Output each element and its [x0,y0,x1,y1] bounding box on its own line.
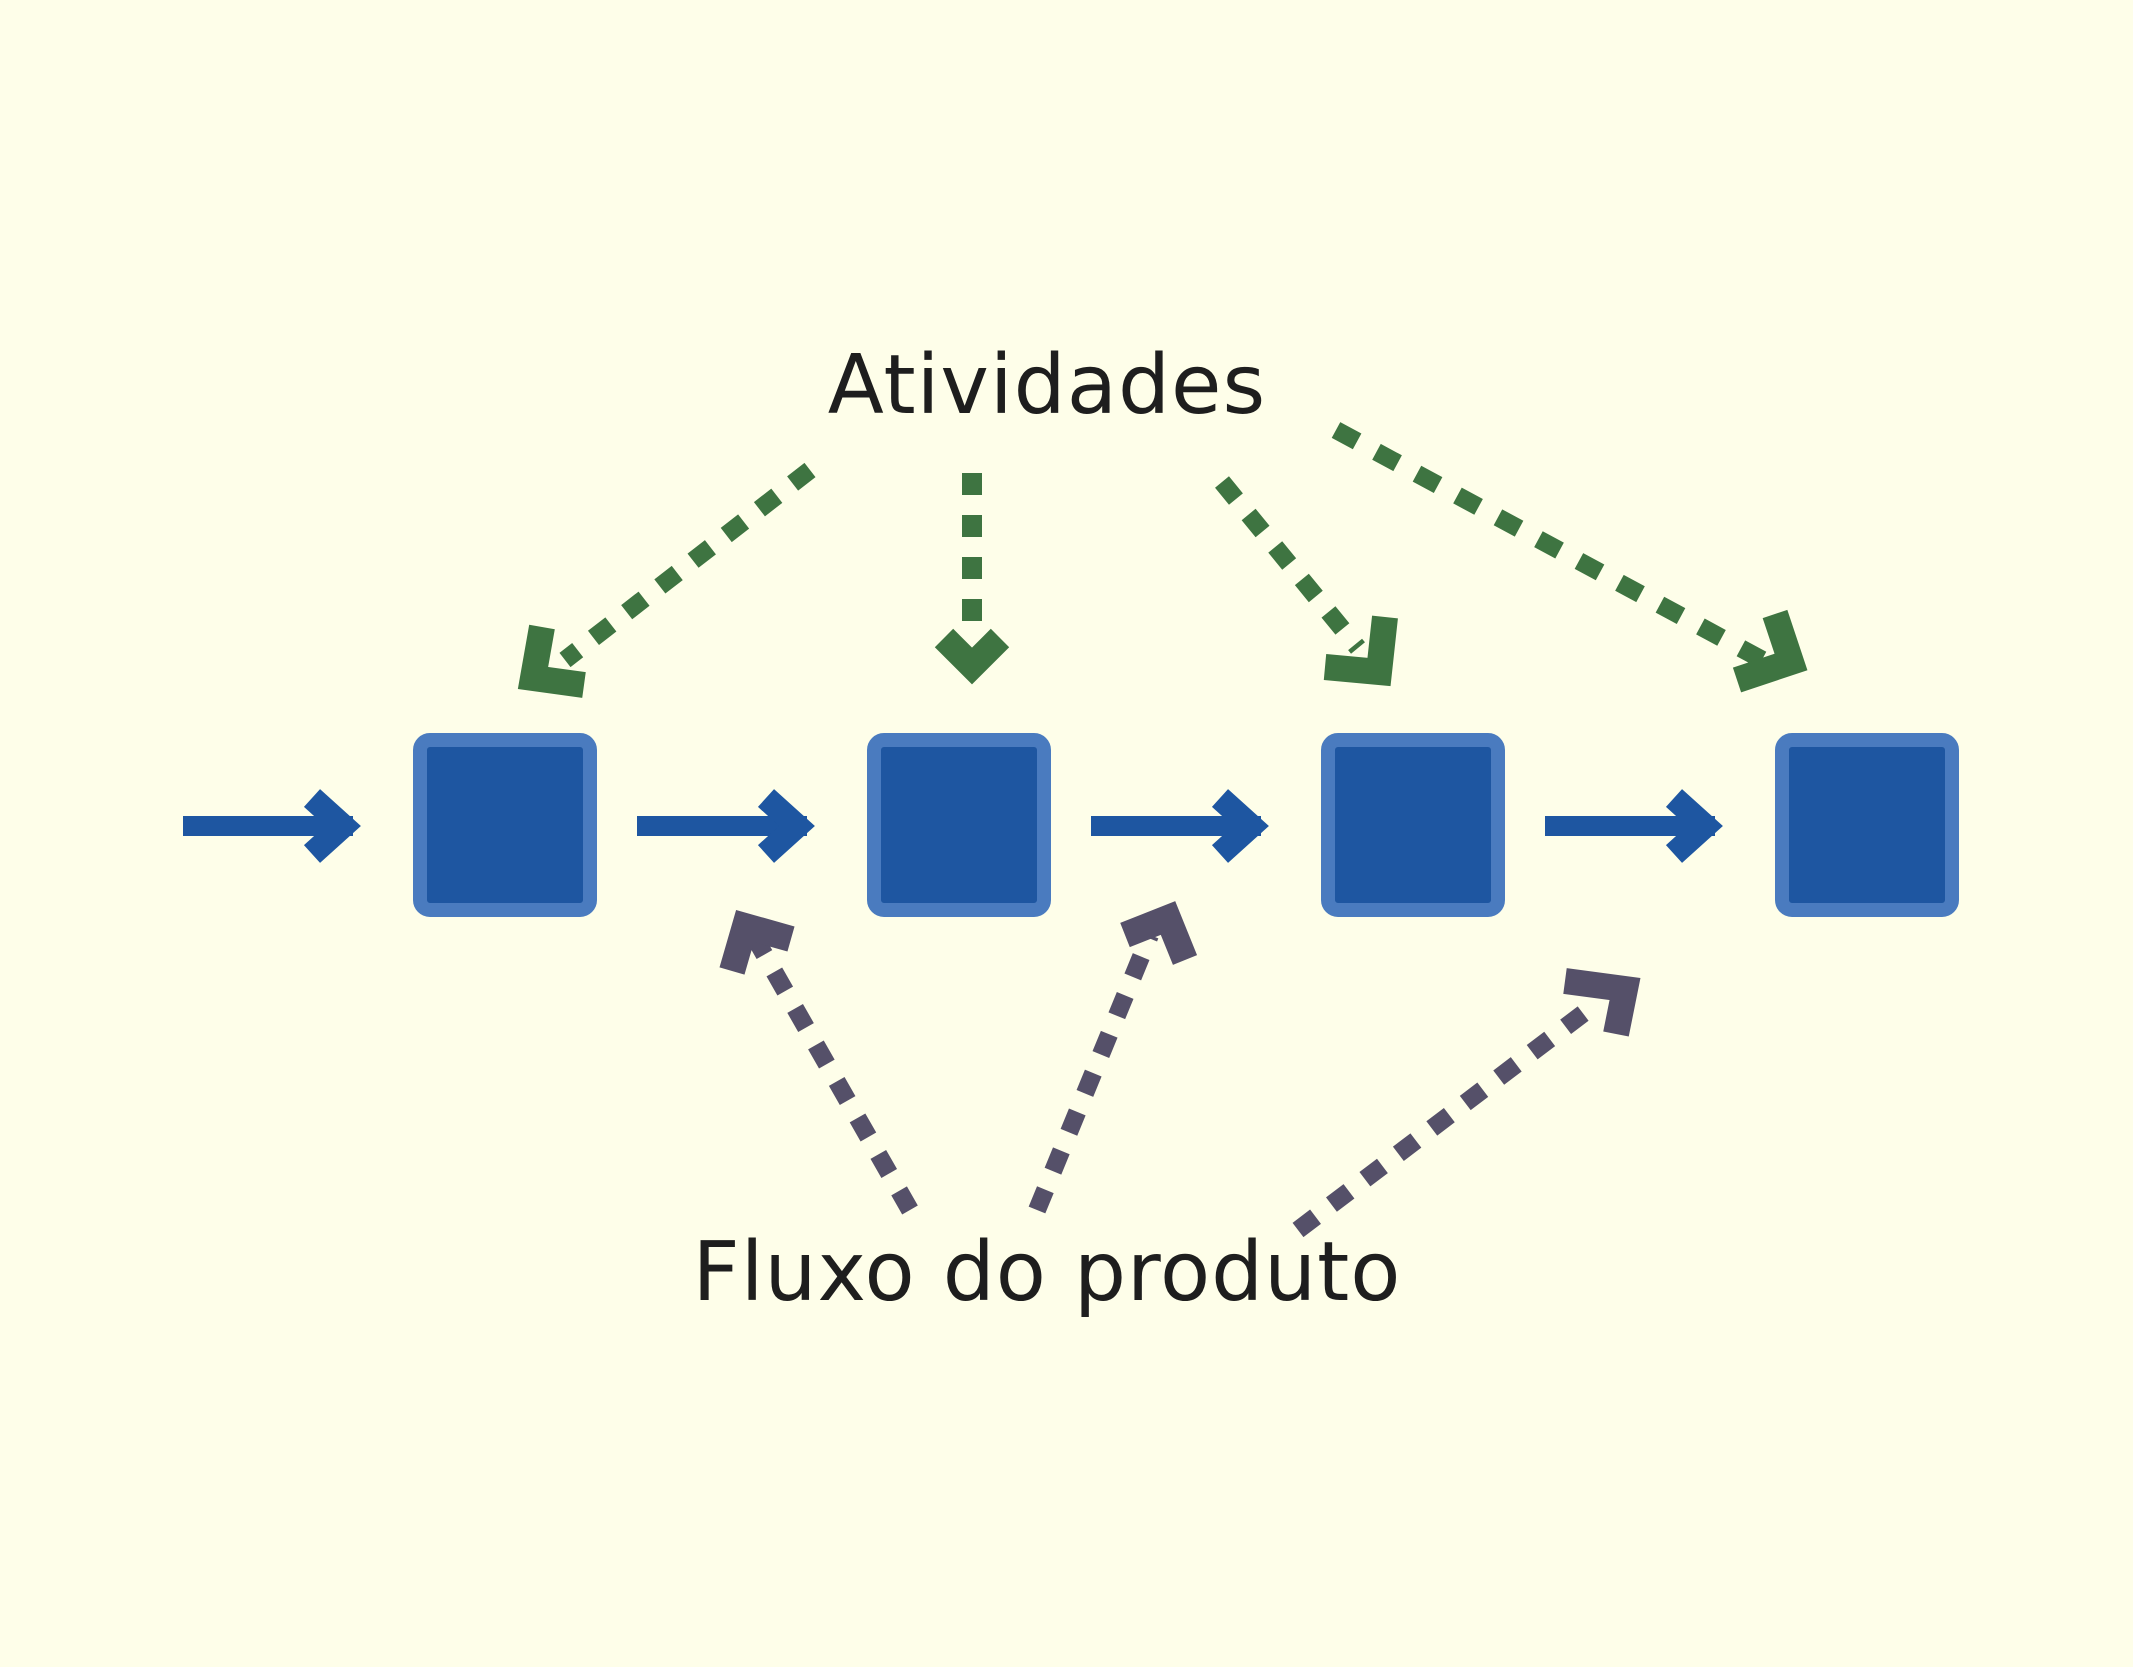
product-arrow-2 [1028,901,1198,1214]
activities-label: Atividades [827,338,1267,433]
flow-arrow-2 [637,789,815,863]
activity-arrow-4 [1331,422,1808,693]
activity-arrows [517,422,1808,698]
process-box-1 [413,733,597,917]
product-flow-label: Fluxo do produto [692,1225,1402,1320]
process-box-3 [1321,733,1505,917]
flow-arrow-1 [183,789,361,863]
flow-arrow-3 [1091,789,1269,863]
process-box-4 [1775,733,1959,917]
activity-arrow-3 [1215,476,1398,687]
flow-arrows [183,789,1723,863]
product-arrows [719,901,1641,1238]
activity-arrow-2 [934,473,1010,685]
flow-arrow-4 [1545,789,1723,863]
product-arrow-3 [1292,968,1641,1238]
process-box-2 [867,733,1051,917]
process-boxes [413,733,1959,917]
activity-arrow-1 [517,462,816,698]
product-arrow-1 [719,909,918,1215]
